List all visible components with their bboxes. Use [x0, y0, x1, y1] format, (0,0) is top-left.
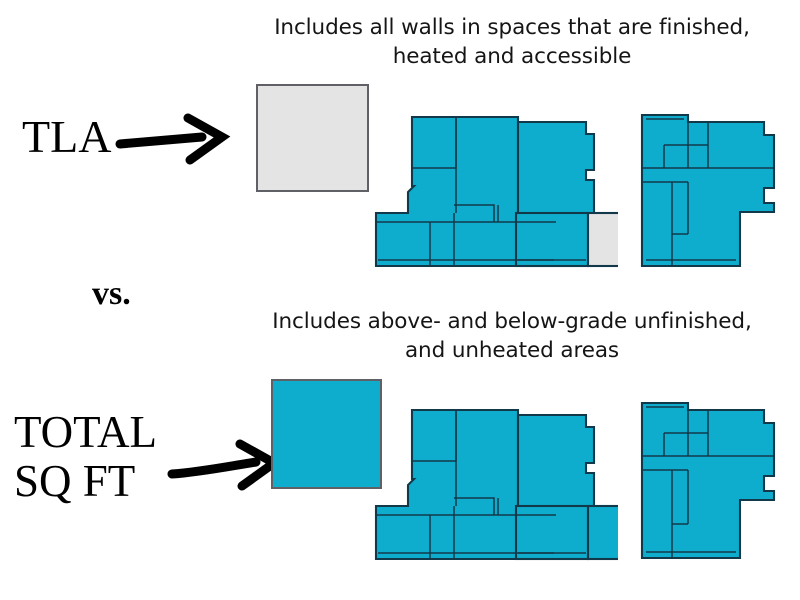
- bottom-main-floor-plan: [368, 393, 618, 568]
- plan-room-included: [586, 504, 618, 561]
- plan-body-right: [516, 120, 596, 215]
- bottom-row-caption: Includes above- and below-grade unfinish…: [272, 309, 752, 363]
- top-simple-box: [252, 80, 374, 198]
- tla-label: TLA: [22, 111, 112, 162]
- top-second-floor-plan: [630, 100, 790, 275]
- plan-room-excluded: [586, 211, 618, 268]
- plan-body-right: [516, 413, 596, 508]
- vs-label: vs.: [92, 275, 131, 312]
- total-sqft-label: TOTAL SQ FT: [14, 407, 158, 506]
- plan2-body: [640, 113, 776, 268]
- box-rect: [256, 84, 369, 192]
- top-main-floor-plan: [368, 100, 618, 275]
- plan-room-lower-mid: [514, 211, 590, 268]
- arrow-right-icon-top: [115, 113, 231, 165]
- arrow-right-icon-bottom: [167, 439, 283, 491]
- plan2-body: [640, 401, 776, 560]
- bottom-simple-box: [266, 375, 390, 495]
- box-rect: [271, 379, 382, 489]
- bottom-second-floor-plan: [630, 388, 790, 568]
- plan-room-lower-mid: [514, 504, 590, 561]
- top-row-caption: Includes all walls in spaces that are fi…: [274, 15, 750, 69]
